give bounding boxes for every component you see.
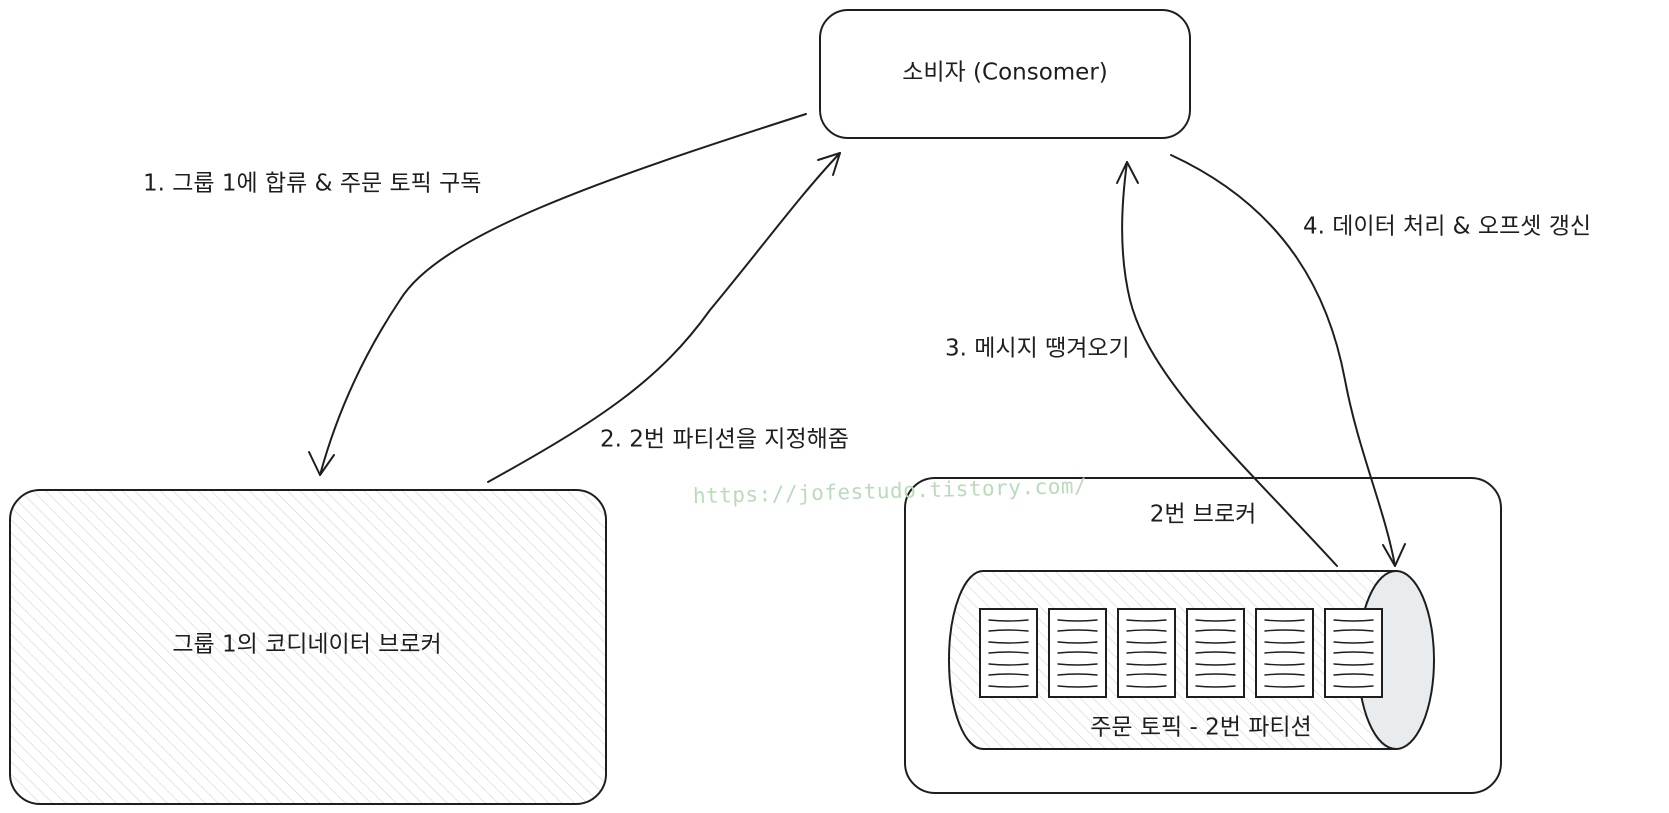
message-document-icon	[1255, 608, 1314, 698]
message-line	[988, 673, 1029, 676]
arrow-commit-offset	[1170, 154, 1396, 567]
arrow-assign-partition	[487, 152, 841, 483]
step3-label: 3. 메시지 땡겨오기	[945, 335, 1130, 362]
message-line	[988, 663, 1029, 666]
message-line	[1126, 673, 1167, 676]
broker2-label: 2번 브로커	[1149, 501, 1257, 528]
step4-label: 4. 데이터 처리 & 오프셋 갱신	[1303, 213, 1592, 240]
message-line	[1195, 663, 1236, 666]
message-line	[1195, 619, 1236, 622]
partition-messages	[979, 608, 1383, 698]
consumer-box	[819, 9, 1191, 139]
message-line	[1333, 673, 1374, 676]
message-line	[1264, 663, 1305, 666]
message-line	[1057, 619, 1098, 622]
arrow-commit-offset-head	[1382, 543, 1406, 567]
partition-label: 주문 토픽 - 2번 파티션	[1090, 714, 1312, 741]
message-line	[1126, 629, 1167, 632]
message-line	[1126, 641, 1167, 644]
message-line	[988, 619, 1029, 622]
message-line	[1126, 663, 1167, 666]
coordinator-broker-box	[9, 489, 607, 805]
message-line	[1333, 641, 1374, 644]
message-line	[1057, 629, 1098, 632]
step1-label: 1. 그룹 1에 합류 & 주문 토픽 구독	[143, 170, 482, 197]
arrow-assign-partition-head	[817, 152, 841, 176]
message-line	[988, 651, 1029, 654]
message-document-icon	[979, 608, 1038, 698]
message-line	[1264, 629, 1305, 632]
message-line	[1057, 685, 1098, 688]
message-line	[1333, 619, 1374, 622]
message-line	[1264, 641, 1305, 644]
message-line	[1126, 619, 1167, 622]
message-document-icon	[1324, 608, 1383, 698]
message-line	[988, 629, 1029, 632]
message-line	[1195, 673, 1236, 676]
message-line	[1264, 673, 1305, 676]
message-line	[1195, 641, 1236, 644]
message-line	[1057, 651, 1098, 654]
message-line	[988, 685, 1029, 688]
message-line	[1195, 651, 1236, 654]
message-document-icon	[1048, 608, 1107, 698]
message-document-icon	[1117, 608, 1176, 698]
message-line	[1333, 663, 1374, 666]
message-line	[1057, 673, 1098, 676]
message-document-icon	[1186, 608, 1245, 698]
message-line	[1333, 629, 1374, 632]
consumer-label: 소비자 (Consomer)	[902, 59, 1108, 86]
message-line	[1333, 651, 1374, 654]
message-line	[1126, 685, 1167, 688]
arrow-pull-messages-head	[1116, 161, 1139, 184]
message-line	[1057, 663, 1098, 666]
message-line	[1264, 651, 1305, 654]
message-line	[1126, 651, 1167, 654]
message-line	[1057, 641, 1098, 644]
step2-label: 2. 2번 파티션을 지정해줌	[600, 426, 849, 453]
arrow-pull-messages	[1121, 161, 1338, 567]
arrow-join-subscribe	[319, 113, 807, 476]
message-line	[1195, 685, 1236, 688]
coordinator-label: 그룹 1의 코디네이터 브로커	[172, 631, 442, 658]
message-line	[1195, 629, 1236, 632]
message-line	[988, 641, 1029, 644]
arrow-join-subscribe-head	[308, 451, 335, 476]
message-line	[1333, 685, 1374, 688]
message-line	[1264, 619, 1305, 622]
message-line	[1264, 685, 1305, 688]
